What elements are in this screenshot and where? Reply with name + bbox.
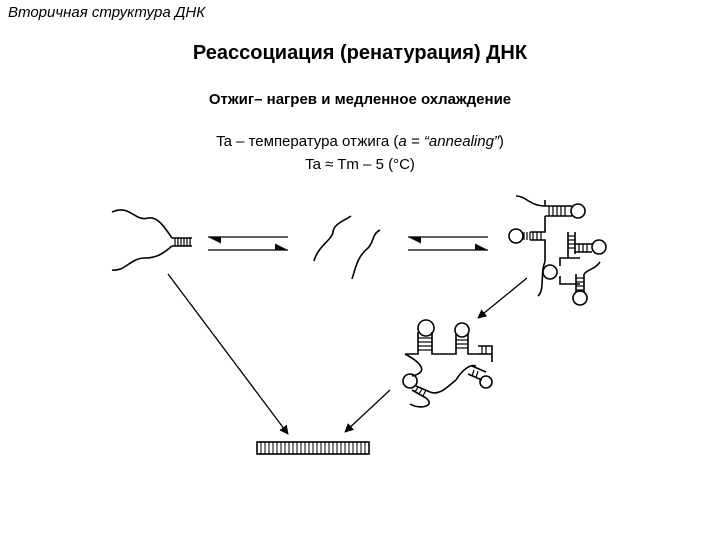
arrow-to-secondary-structure bbox=[477, 277, 528, 319]
annealing-temperature-formula: Ta ≈ Tm – 5 (°C) bbox=[305, 156, 415, 173]
equilibrium-arrows-right bbox=[408, 236, 488, 251]
arrows-to-duplex bbox=[167, 273, 391, 435]
annealing-subtitle: Отжиг– нагрев и медленное охлаждение bbox=[208, 91, 512, 108]
single-strands bbox=[313, 215, 381, 280]
equilibrium-arrows-left bbox=[208, 236, 288, 251]
hairpin-structure bbox=[508, 195, 607, 306]
renatured-duplex bbox=[256, 441, 370, 455]
section-label: Вторичная структура ДНК bbox=[8, 4, 206, 21]
page-title: Реассоциация (ренатурация) ДНК bbox=[192, 42, 528, 64]
secondary-structure bbox=[402, 319, 493, 408]
partial-duplex bbox=[111, 209, 192, 271]
annealing-temperature-definition: Ta – температура отжига (a = “annealing”… bbox=[216, 133, 504, 150]
